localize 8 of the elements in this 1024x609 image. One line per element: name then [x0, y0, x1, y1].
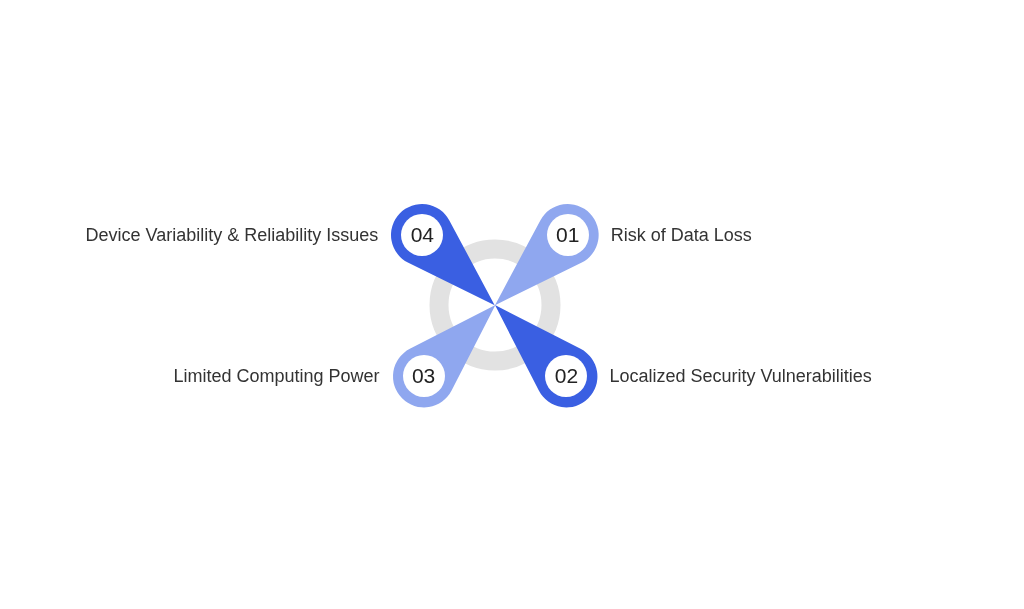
item-label: Limited Computing Power — [173, 365, 380, 389]
item-label: Risk of Data Loss — [610, 223, 752, 247]
petal-shape — [392, 305, 495, 408]
petal-shape — [495, 305, 598, 408]
item-label: Device Variability & Reliability Issues — [85, 223, 379, 247]
item-label: Localized Security Vulnerabilities — [609, 365, 872, 389]
petal-shape — [391, 203, 495, 305]
petal-shape — [495, 203, 599, 305]
